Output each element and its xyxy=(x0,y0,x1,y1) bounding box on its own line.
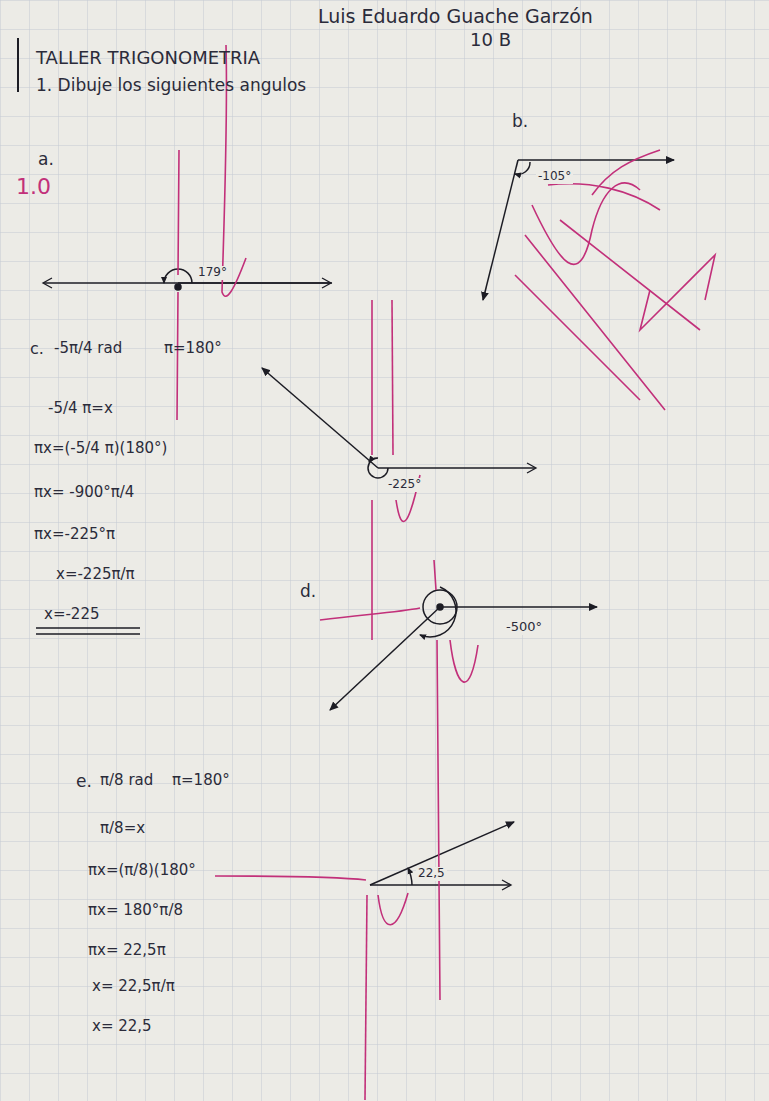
margin-line xyxy=(17,38,19,92)
handwritten-note: π=180° xyxy=(164,340,222,357)
handwritten-note: πx=-225°π xyxy=(34,526,115,543)
handwritten-note: c. xyxy=(30,340,44,358)
handwritten-note: -225° xyxy=(386,478,423,492)
handwritten-note: b. xyxy=(512,112,528,132)
handwritten-note: d. xyxy=(300,582,316,602)
handwritten-note: π=180° xyxy=(172,772,230,789)
handwritten-note: e. xyxy=(76,772,92,792)
worksheet-title: TALLER TRIGONOMETRIA xyxy=(36,48,260,69)
handwritten-note: 1.0 xyxy=(16,174,51,199)
handwritten-note: πx= 22,5π xyxy=(88,942,166,959)
handwritten-note: π/8 rad xyxy=(100,772,153,789)
handwritten-note: a. xyxy=(38,150,54,170)
handwritten-note: 22,5 xyxy=(416,867,447,881)
handwritten-note: πx= -900°π/4 xyxy=(34,484,134,501)
teacher-marks xyxy=(177,45,715,1100)
handwritten-note: x=-225π/π xyxy=(56,566,135,583)
handwritten-note: -105° xyxy=(536,170,573,184)
handwritten-note: 1. Dibuje los siguientes angulos xyxy=(36,76,306,96)
handwritten-note: 179° xyxy=(196,266,229,280)
handwritten-note: πx=(-5/4 π)(180°) xyxy=(34,440,167,457)
handwritten-note: 10 B xyxy=(470,30,511,51)
handwritten-note: -500° xyxy=(504,620,544,635)
handwritten-note: πx= 180°π/8 xyxy=(88,902,183,919)
handwritten-note: Luis Eduardo Guache Garzón xyxy=(318,6,593,28)
handwritten-note: x= 22,5π/π xyxy=(92,978,175,995)
handwritten-note: x=-225 xyxy=(44,606,100,623)
handwritten-note: x= 22,5 xyxy=(92,1018,152,1035)
handwritten-note: π/8=x xyxy=(100,820,145,837)
handwritten-note: πx=(π/8)(180° xyxy=(88,862,196,879)
handwritten-note: -5/4 π=x xyxy=(48,400,113,417)
handwritten-note: -5π/4 rad xyxy=(54,340,122,357)
angle-figures xyxy=(36,160,674,885)
